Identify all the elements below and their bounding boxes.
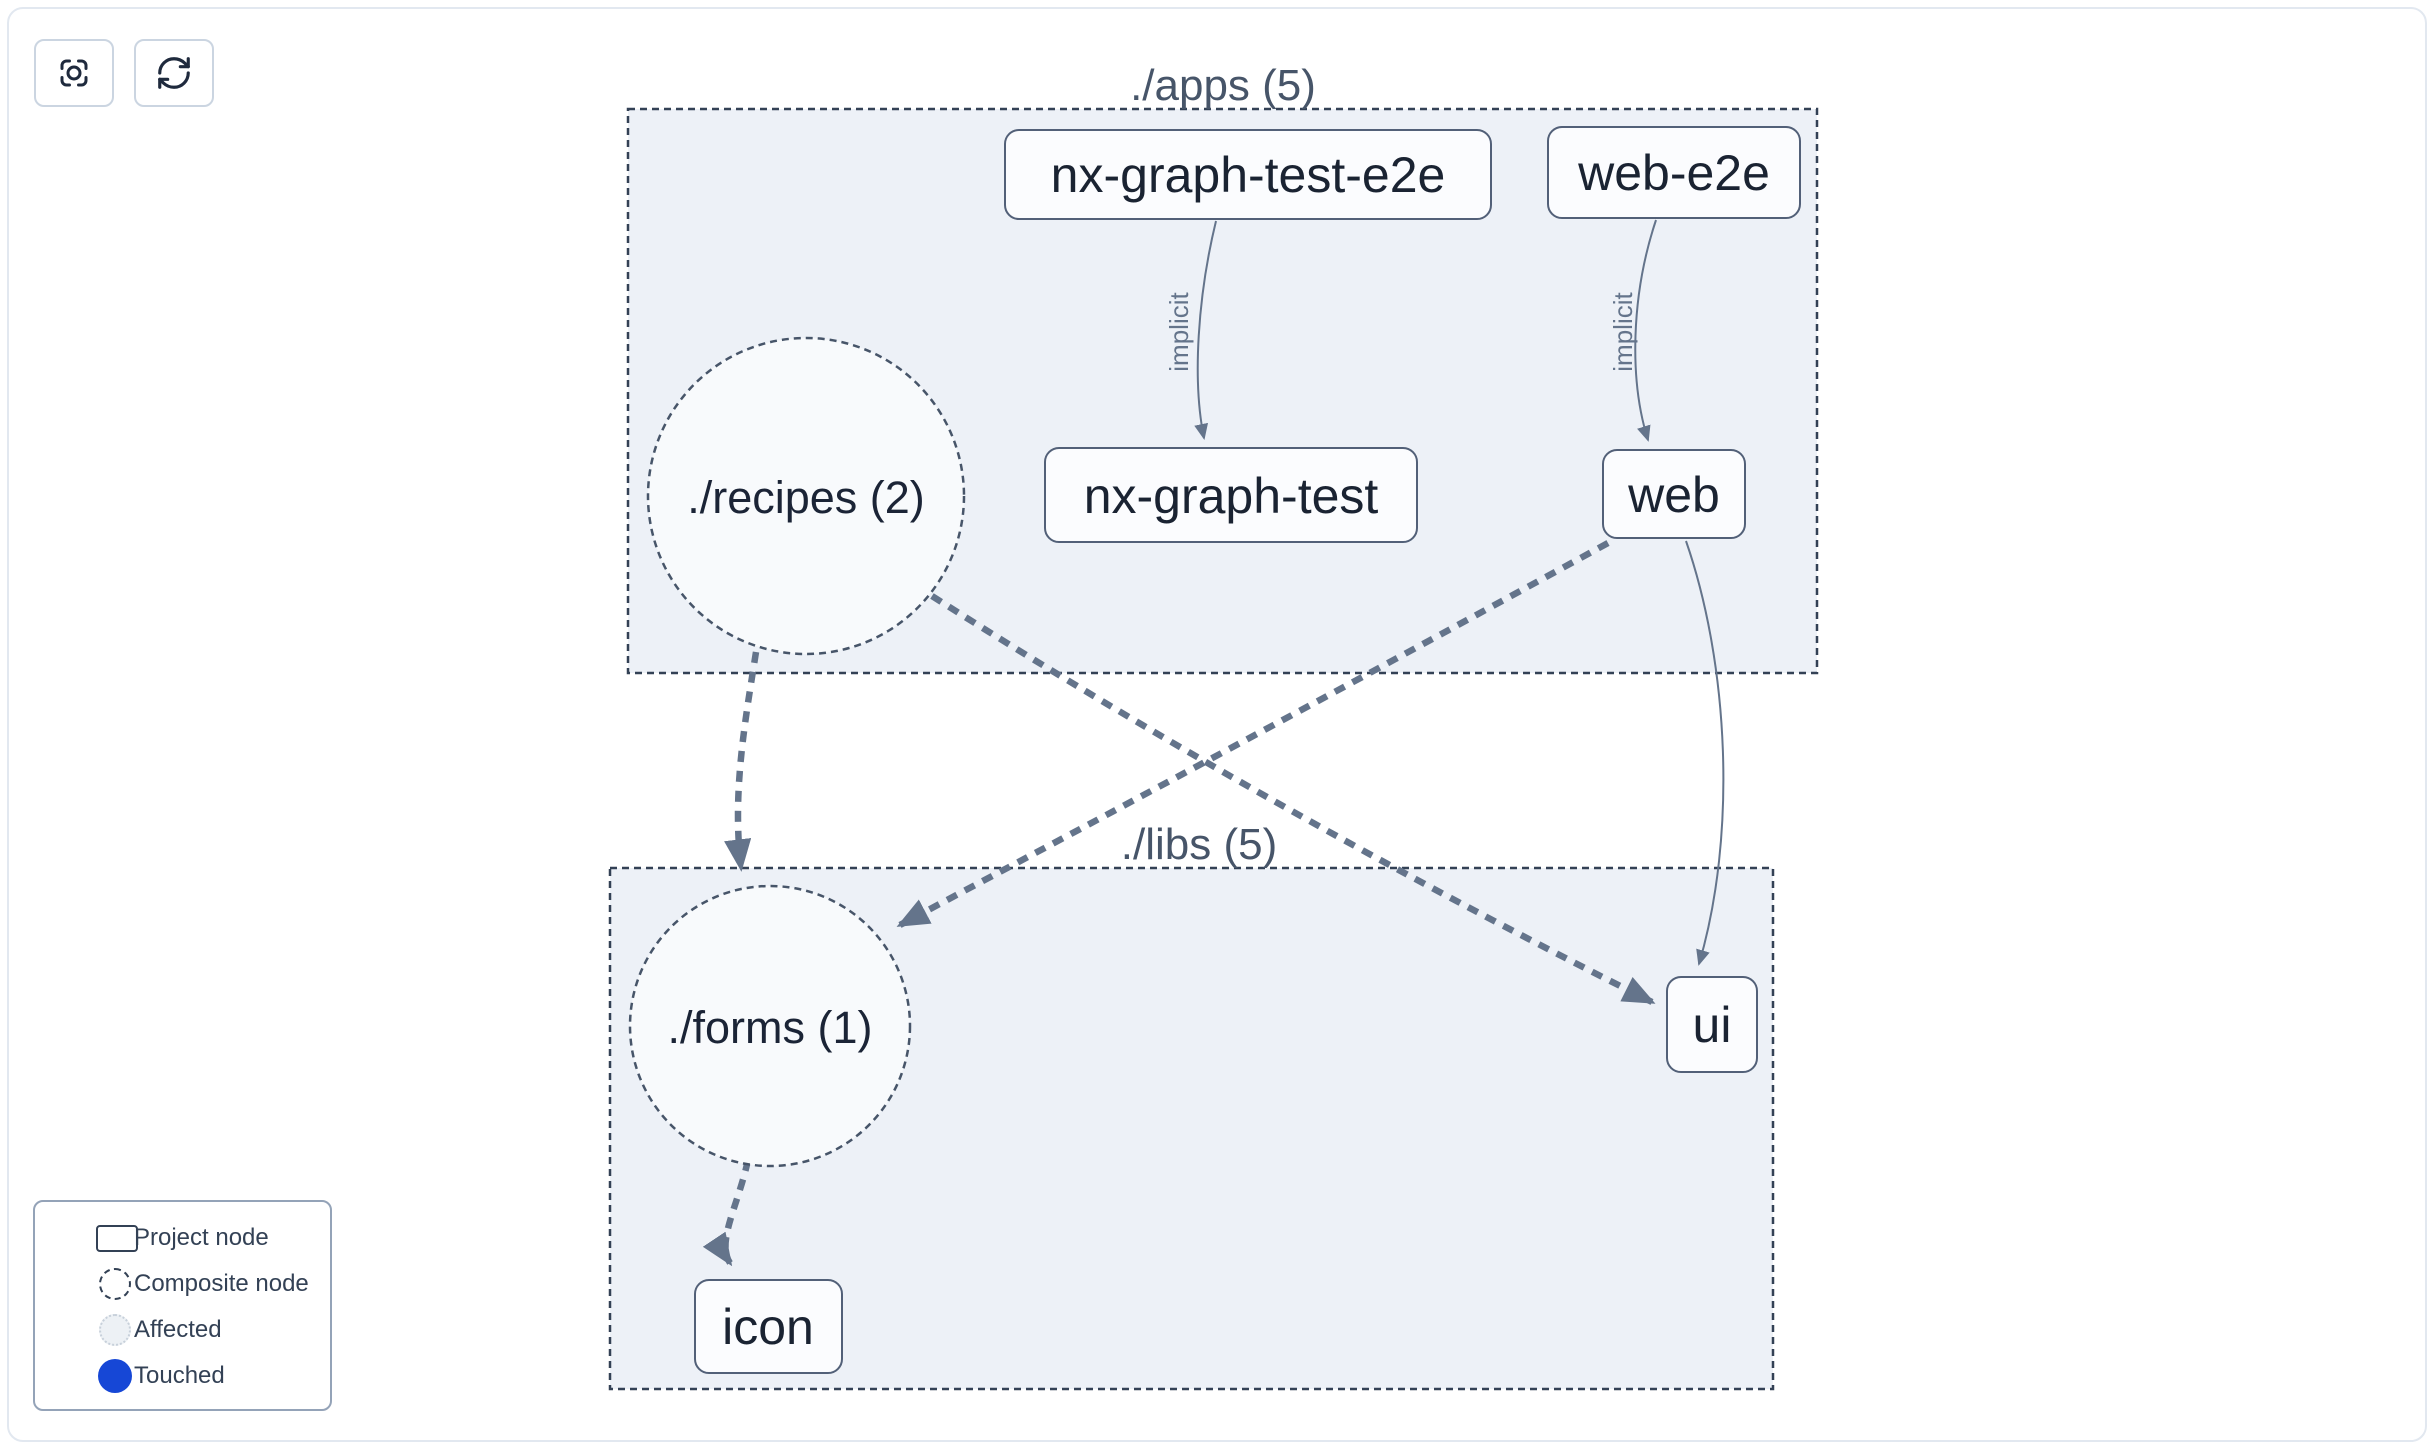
edge-recipes-to-ui — [930, 593, 1656, 1005]
refresh-button[interactable] — [134, 39, 214, 107]
legend-item-project-node: Project node — [35, 1215, 330, 1261]
node-icon-label: icon — [722, 1299, 814, 1355]
node-web-rect[interactable] — [1602, 449, 1746, 539]
legend-label: Composite node — [134, 1270, 309, 1297]
edge-recipes-to-forms — [724, 651, 760, 872]
cluster-libs-title: ./libs (5) — [1121, 820, 1277, 869]
node-web-e2e-label: web-e2e — [1577, 145, 1770, 201]
node-ui-rect[interactable] — [1666, 976, 1758, 1073]
cluster-apps-title: ./apps (5) — [1130, 61, 1316, 110]
project-node-swatch — [96, 1224, 138, 1252]
composite-recipes-label: ./recipes (2) — [687, 472, 925, 523]
focus-button[interactable] — [34, 39, 114, 107]
node-web-e2e-rect[interactable] — [1547, 126, 1801, 219]
edge-label-implicit-2: implicit — [1608, 292, 1638, 372]
node-ui-label: ui — [1693, 997, 1732, 1053]
project-node-ui[interactable]: ui — [1666, 976, 1758, 1073]
project-node-web[interactable]: web — [1602, 449, 1746, 539]
edge-web-to-forms — [896, 540, 1610, 928]
refresh-icon — [158, 57, 190, 89]
composite-forms-circle[interactable] — [628, 884, 912, 1168]
node-nx-graph-test-e2e-rect[interactable] — [1004, 129, 1492, 220]
node-nx-graph-test-rect[interactable] — [1044, 447, 1418, 543]
edge-forms-to-icon — [702, 1159, 752, 1267]
edge-nx-graph-test-e2e-to-nx-graph-test — [1194, 220, 1217, 440]
touched-swatch — [98, 1359, 132, 1393]
project-node-nx-graph-test-e2e[interactable]: nx-graph-test-e2e — [1004, 129, 1492, 220]
node-nx-graph-test-label: nx-graph-test — [1084, 468, 1379, 524]
legend: Project node Composite node Affected Tou… — [33, 1200, 332, 1411]
composite-node-forms[interactable]: ./forms (1) — [628, 884, 912, 1168]
legend-item-affected: Affected — [35, 1307, 330, 1353]
project-node-icon[interactable]: icon — [694, 1279, 843, 1374]
legend-item-composite-node: Composite node — [35, 1261, 330, 1307]
node-nx-graph-test-e2e-label: nx-graph-test-e2e — [1051, 147, 1446, 203]
project-node-web-e2e[interactable]: web-e2e — [1547, 126, 1801, 219]
project-node-nx-graph-test[interactable]: nx-graph-test — [1044, 447, 1418, 543]
affected-swatch — [99, 1314, 131, 1346]
legend-item-touched: Touched — [35, 1353, 330, 1399]
composite-recipes-circle[interactable] — [646, 336, 966, 656]
focus-icon — [60, 59, 88, 87]
composite-forms-label: ./forms (1) — [667, 1002, 872, 1053]
edge-label-implicit-1: implicit — [1164, 292, 1194, 372]
node-icon-rect[interactable] — [694, 1279, 843, 1374]
legend-label: Affected — [134, 1316, 222, 1343]
composite-node-swatch — [99, 1268, 131, 1300]
toolbar — [34, 39, 214, 107]
legend-label: Touched — [134, 1362, 225, 1389]
composite-node-recipes[interactable]: ./recipes (2) — [646, 336, 966, 656]
edge-web-e2e-to-web — [1634, 219, 1657, 442]
edge-web-to-ui — [1685, 540, 1725, 966]
node-web-label: web — [1627, 467, 1720, 523]
legend-label: Project node — [134, 1224, 269, 1251]
